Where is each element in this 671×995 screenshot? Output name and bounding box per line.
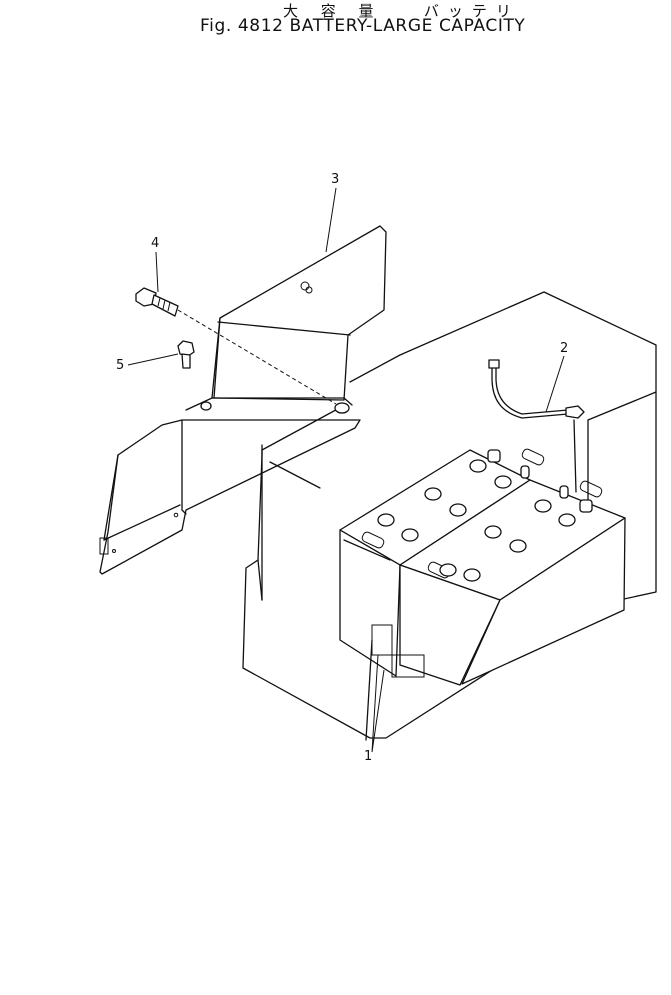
- leader-3: [325, 187, 337, 253]
- item-5-bolt: [177, 340, 195, 369]
- item-3-plate: [185, 225, 387, 411]
- battery-terminals: [487, 449, 593, 513]
- japanese-title: 大 容 量 バッテリ: [283, 2, 520, 20]
- callout-3: 3: [331, 172, 340, 187]
- leader-1: [371, 654, 385, 753]
- callout-1: 1: [364, 749, 373, 764]
- callout-2: 2: [560, 341, 569, 356]
- item-1-battery-left: [339, 449, 531, 677]
- item-4-bolt: [135, 287, 179, 317]
- callout-5: 5: [116, 358, 125, 373]
- battery-handles: [361, 448, 603, 579]
- leader-2: [545, 355, 565, 413]
- item-2-cable: [488, 359, 585, 493]
- side-bracket: [99, 419, 361, 575]
- callout-4: 4: [151, 236, 160, 251]
- leader-5: [127, 353, 179, 366]
- assembly-line: [177, 309, 337, 405]
- figure-title: Fig. 4812 BATTERY-LARGE CAPACITY: [200, 16, 526, 36]
- bracket-nut: [200, 401, 350, 414]
- leader-4: [155, 251, 159, 293]
- battery-caps: [377, 459, 576, 582]
